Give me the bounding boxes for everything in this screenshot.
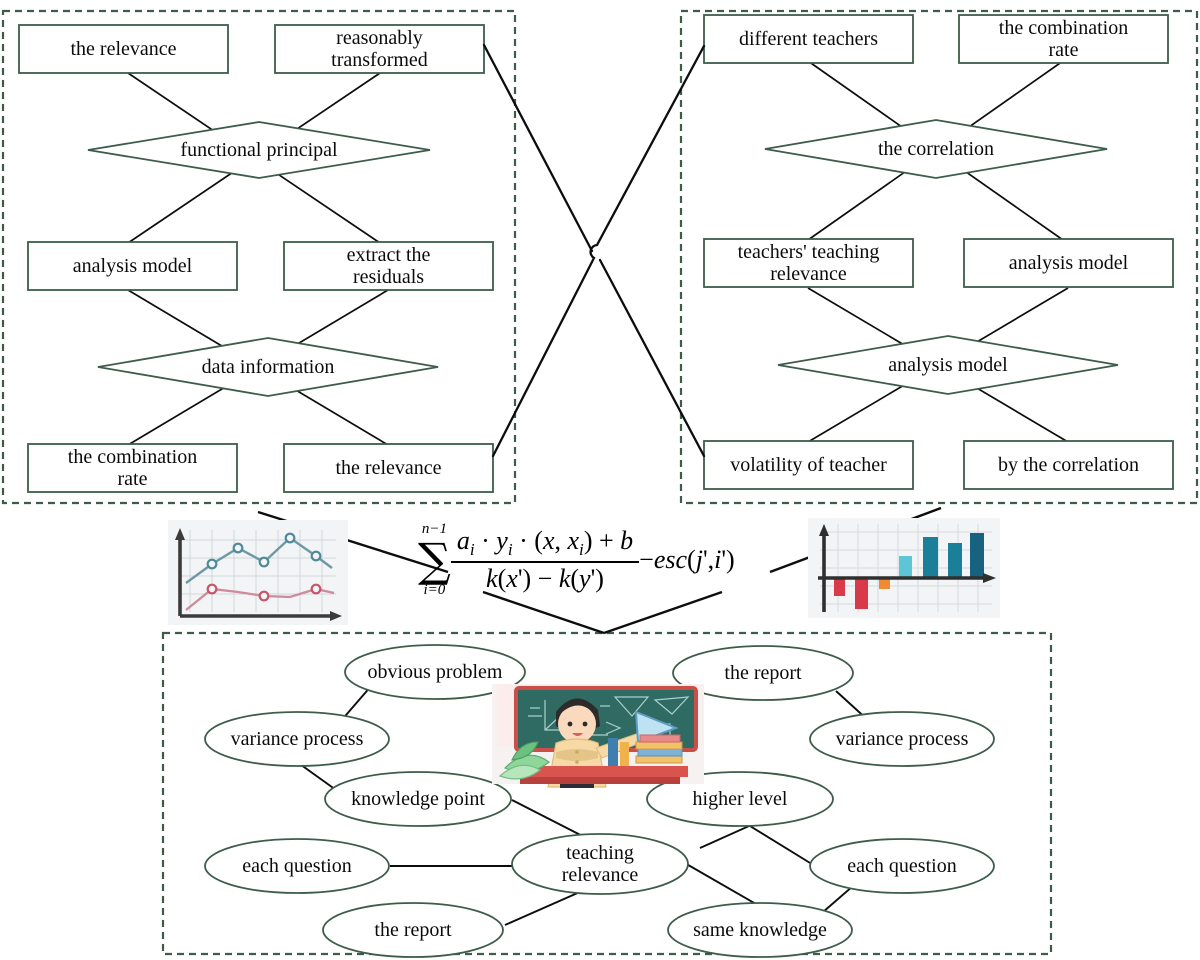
panel-bottom-border	[161, 631, 1053, 956]
ellipse-obvious-problem[interactable]	[344, 644, 526, 700]
box-the-combination-rate-left[interactable]	[27, 443, 238, 493]
box-teachers-teaching-relevance[interactable]	[703, 238, 914, 288]
connector-formula-to-bottom-left	[482, 590, 605, 635]
ellipse-the-report-top[interactable]	[672, 645, 854, 701]
center-formula: n−1 ∑ i=0 ai · yi · (x, xi) + b k(x') − …	[418, 522, 735, 598]
summation-lower-limit: i=0	[423, 582, 446, 598]
box-the-relevance-2[interactable]	[283, 443, 494, 493]
box-volatility-of-teacher[interactable]	[703, 440, 914, 490]
formula-tail: −esc(j',i')	[639, 545, 735, 574]
box-the-combination-rate-right[interactable]	[958, 14, 1169, 64]
inter-panel-crossing-connectors	[482, 43, 706, 458]
panel-left-border	[1, 9, 517, 505]
box-extract-the-residuals[interactable]	[283, 241, 494, 291]
box-analysis-model-right[interactable]	[963, 238, 1174, 288]
ellipse-knowledge-point[interactable]	[324, 771, 512, 827]
panel-bottom-shapes	[204, 644, 995, 958]
connector-formula-to-bottom-right	[603, 590, 723, 635]
box-by-the-correlation[interactable]	[963, 440, 1174, 490]
formula-denominator: k(x') − k(y')	[486, 564, 604, 594]
panel-left-shapes	[18, 24, 494, 493]
ellipse-variance-process-right[interactable]	[809, 711, 995, 767]
panel-right-border	[679, 9, 1199, 505]
teacher-at-blackboard-illustration	[492, 684, 704, 788]
line-chart-thumbnail	[168, 520, 348, 625]
summation-upper-limit: n−1	[421, 521, 447, 537]
bar-chart-thumbnail	[808, 518, 1000, 618]
box-the-relevance-1[interactable]	[18, 24, 229, 74]
diamond-functional-principal[interactable]	[87, 121, 431, 179]
box-different-teachers[interactable]	[703, 14, 914, 64]
summation-operator: n−1 ∑ i=0	[418, 522, 451, 598]
diamond-the-correlation[interactable]	[764, 119, 1108, 179]
diamond-data-information[interactable]	[97, 337, 439, 397]
ellipse-teaching-relevance[interactable]	[511, 833, 689, 895]
ellipse-the-report-bottom[interactable]	[322, 902, 504, 958]
sigma-glyph: ∑	[418, 533, 451, 587]
formula-numerator: ai · yi · (x, xi) + b	[450, 526, 640, 564]
ellipse-each-question-right[interactable]	[809, 838, 995, 894]
formula-fraction: ai · yi · (x, xi) + b k(x') − k(y')	[450, 526, 640, 594]
ellipse-same-knowledge[interactable]	[667, 902, 853, 958]
ellipse-higher-level[interactable]	[646, 771, 834, 827]
diamond-analysis-model[interactable]	[777, 335, 1119, 395]
box-analysis-model-left[interactable]	[27, 241, 238, 291]
panel-right-shapes	[703, 14, 1174, 490]
ellipse-variance-process-left[interactable]	[204, 711, 390, 767]
ellipse-each-question-left[interactable]	[204, 838, 390, 894]
box-reasonably-transformed[interactable]	[274, 24, 485, 74]
